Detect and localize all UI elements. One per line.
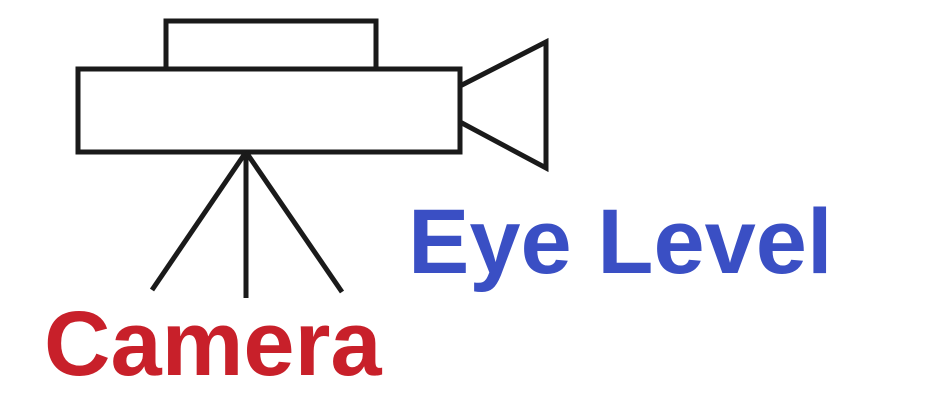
camera-lens [460,42,546,168]
camera-body [78,69,460,152]
eye-level-label: Eye Level [408,196,833,288]
tripod-leg-right [246,152,342,292]
camera-top-box [166,21,376,69]
tripod-leg-left [152,152,246,290]
camera-label: Camera [44,298,382,390]
